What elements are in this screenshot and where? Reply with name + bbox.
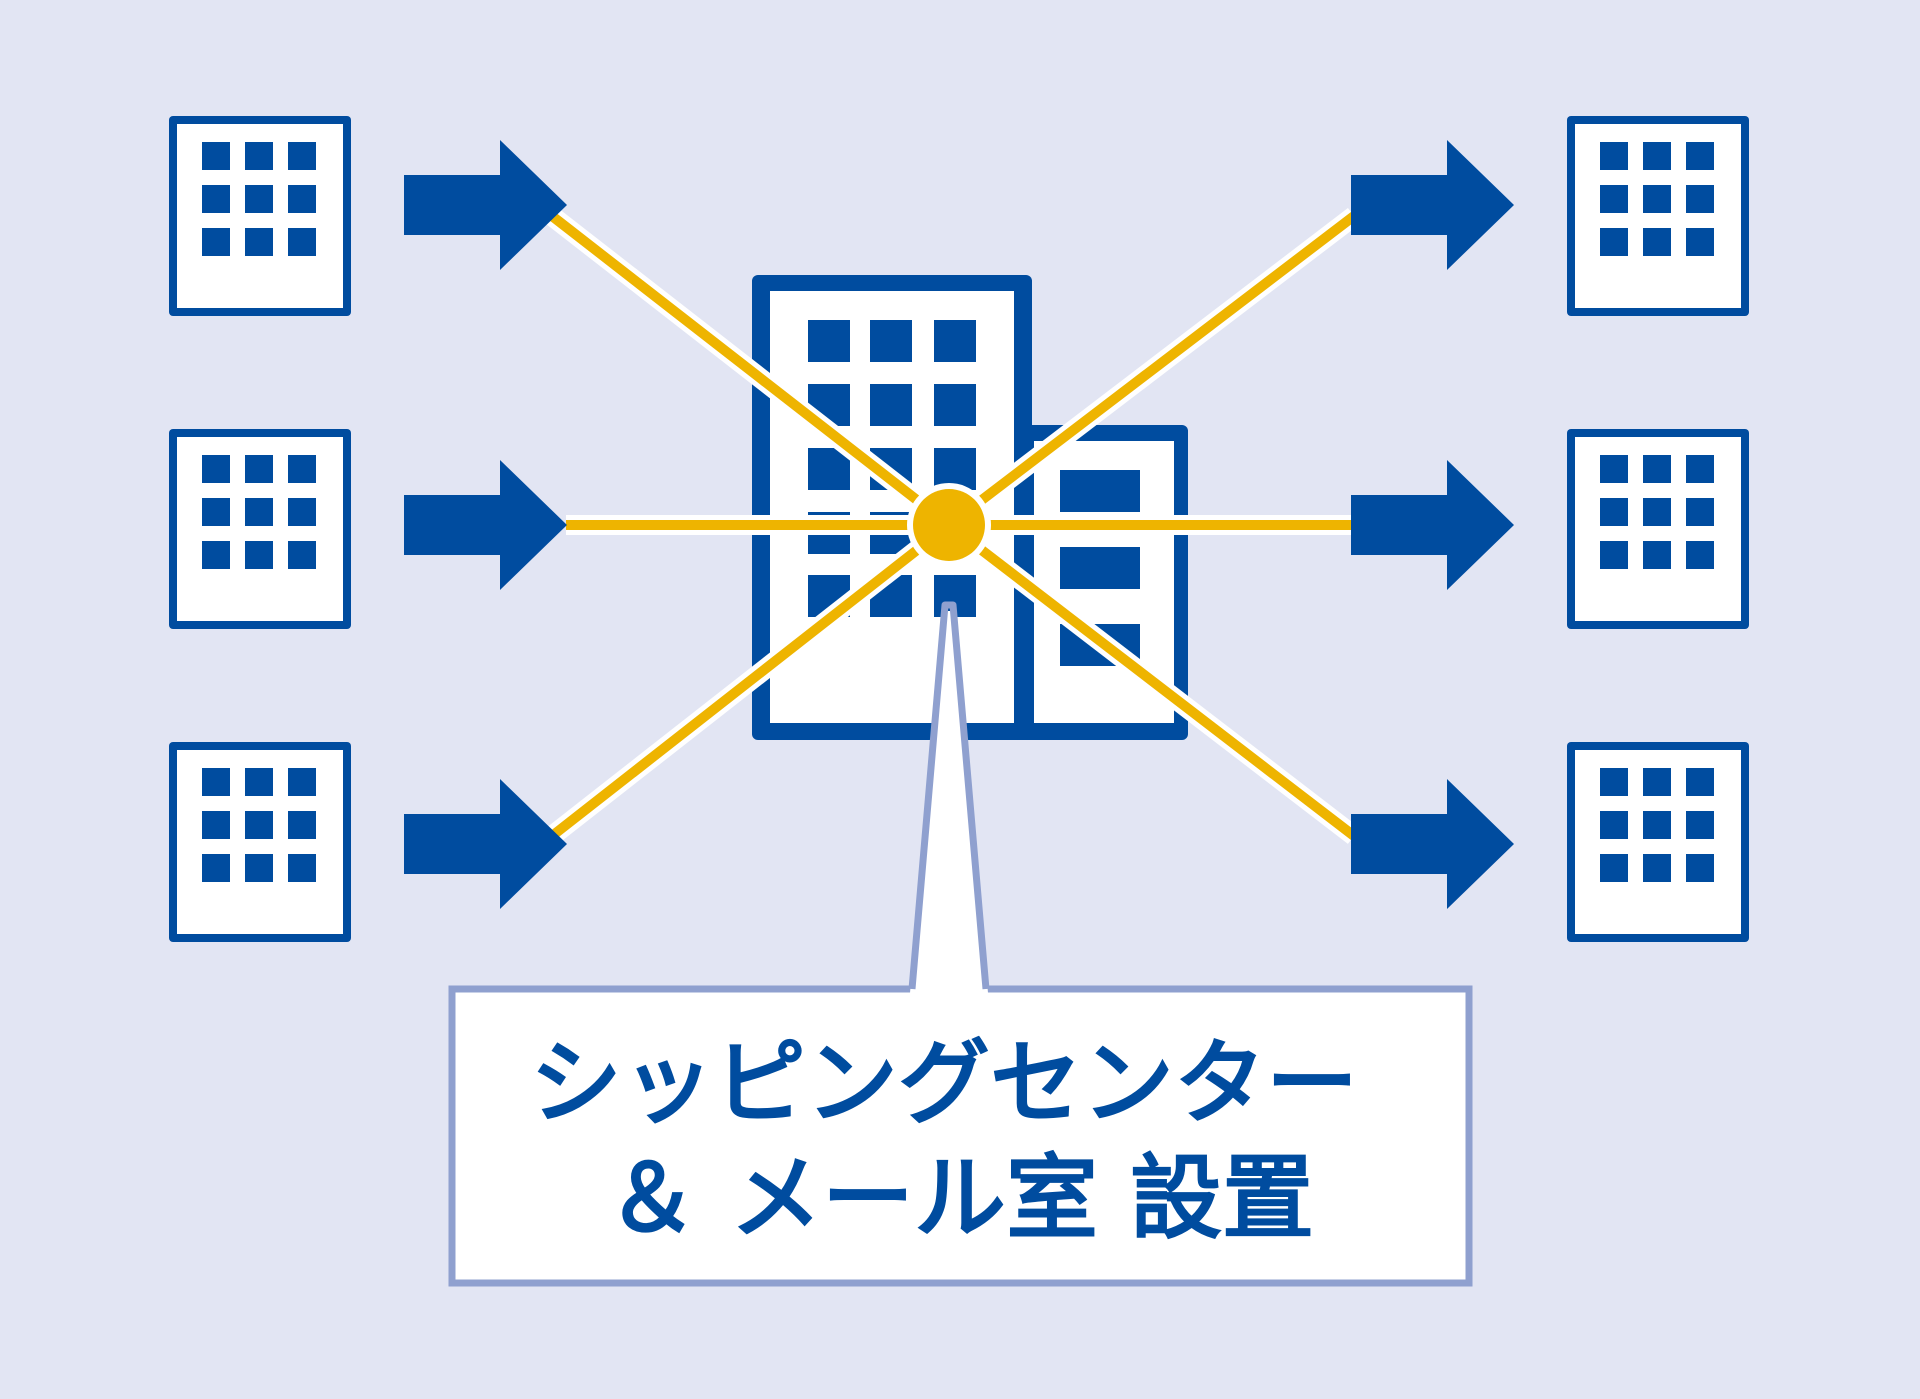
route-lines <box>548 212 1358 840</box>
window <box>934 384 976 426</box>
caption-line-1: シッピングセンター <box>530 1030 1358 1137</box>
caption: シッピングセンター ＆ メール室 設置 <box>530 1030 1390 1252</box>
office-building-icon <box>1567 116 1749 316</box>
window <box>1686 541 1714 569</box>
window <box>1600 498 1628 526</box>
route-line <box>945 212 1358 529</box>
window <box>202 854 230 882</box>
arrow-right-icon <box>404 460 567 590</box>
origin-buildings <box>169 116 351 942</box>
window <box>288 811 316 839</box>
office-building-icon <box>1567 742 1749 942</box>
callout: シッピングセンター ＆ メール室 設置 <box>448 601 1473 1287</box>
window <box>1600 228 1628 256</box>
window <box>934 320 976 362</box>
window <box>202 811 230 839</box>
window <box>202 142 230 170</box>
window <box>1643 541 1671 569</box>
window <box>202 541 230 569</box>
window <box>1600 768 1628 796</box>
window <box>202 768 230 796</box>
window <box>1600 811 1628 839</box>
window <box>1643 455 1671 483</box>
window <box>1686 228 1714 256</box>
window <box>1600 854 1628 882</box>
window <box>288 455 316 483</box>
window <box>245 455 273 483</box>
window <box>202 228 230 256</box>
caption-line-2: ＆ メール室 設置 <box>606 1145 1314 1252</box>
window <box>1643 811 1671 839</box>
window <box>1600 455 1628 483</box>
window <box>245 811 273 839</box>
window <box>288 498 316 526</box>
window <box>1090 547 1140 589</box>
window <box>202 185 230 213</box>
hub-dot-icon <box>913 489 985 561</box>
window <box>1686 185 1714 213</box>
route-line <box>945 521 1358 840</box>
window <box>245 185 273 213</box>
arrow-right-icon <box>404 779 567 909</box>
window <box>1643 228 1671 256</box>
route-line <box>548 521 953 840</box>
window <box>245 768 273 796</box>
window <box>1686 455 1714 483</box>
arrow-right-icon <box>1351 140 1514 270</box>
window <box>288 142 316 170</box>
window <box>808 320 850 362</box>
window <box>1600 185 1628 213</box>
callout-box <box>448 985 1473 1287</box>
flow-arrows <box>404 140 1514 909</box>
window <box>288 185 316 213</box>
window <box>245 498 273 526</box>
arrow-right-icon <box>1351 779 1514 909</box>
window <box>1686 498 1714 526</box>
arrow-right-icon <box>1351 460 1514 590</box>
window <box>1643 142 1671 170</box>
window <box>288 228 316 256</box>
window <box>934 448 976 490</box>
callout-pointer <box>910 611 988 993</box>
callout-pointer-edge <box>908 601 990 990</box>
window <box>1643 768 1671 796</box>
window <box>288 768 316 796</box>
window <box>1643 498 1671 526</box>
window <box>245 142 273 170</box>
window <box>1686 811 1714 839</box>
arrow-right-icon <box>404 140 567 270</box>
window <box>288 854 316 882</box>
window <box>245 228 273 256</box>
window <box>245 854 273 882</box>
destination-buildings <box>1567 116 1749 942</box>
window <box>1686 768 1714 796</box>
window <box>1600 541 1628 569</box>
window <box>1643 854 1671 882</box>
window <box>1643 185 1671 213</box>
office-building-icon <box>169 116 351 316</box>
office-building-icon <box>169 742 351 942</box>
window <box>202 498 230 526</box>
window <box>870 320 912 362</box>
route-line <box>548 212 953 529</box>
window <box>202 455 230 483</box>
office-building-icon <box>1567 429 1749 629</box>
window <box>870 384 912 426</box>
office-building-icon <box>169 429 351 629</box>
window <box>245 541 273 569</box>
window <box>1090 470 1140 512</box>
window <box>1686 854 1714 882</box>
window <box>288 541 316 569</box>
window <box>1686 142 1714 170</box>
window <box>1600 142 1628 170</box>
